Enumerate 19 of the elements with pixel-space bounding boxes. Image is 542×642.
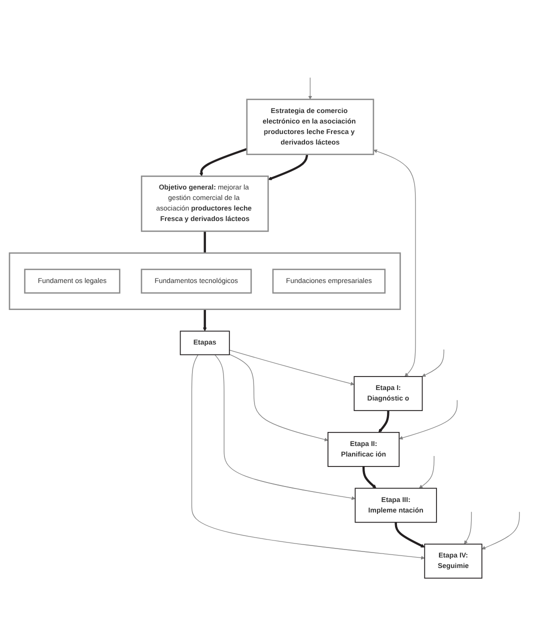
arrow (422, 348, 444, 376)
arrow (202, 309, 207, 331)
arrow (482, 511, 520, 550)
arrow (229, 354, 328, 442)
arrow (229, 349, 354, 386)
arrow (214, 354, 356, 500)
arrow (191, 354, 425, 560)
arrow (399, 399, 458, 440)
arrow (464, 511, 472, 544)
arrow (373, 149, 416, 376)
cluster (8, 252, 401, 310)
arrow (394, 522, 425, 548)
arrow (308, 76, 312, 100)
connector (204, 230, 206, 253)
arrow (418, 455, 434, 488)
arrow (362, 466, 376, 488)
arrow (378, 410, 390, 432)
arrow (268, 154, 308, 180)
arrow (199, 148, 248, 176)
